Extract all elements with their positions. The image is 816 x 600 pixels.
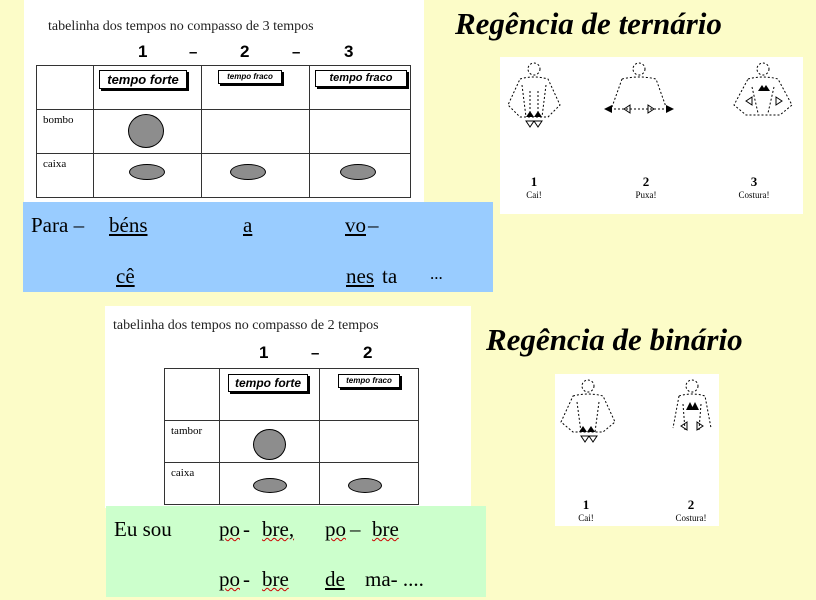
binary-beat-grid: tempo forte tempo fraco tambor caixa <box>164 368 419 505</box>
beat-separator: – <box>311 345 320 362</box>
lyric-syllable: cê <box>116 264 135 288</box>
grid-header-cell: tempo fraco <box>201 65 310 110</box>
grid-cell <box>93 109 202 154</box>
strong-beat-circle <box>128 114 164 148</box>
ternary-beat-table-panel: tabelinha dos tempos no compasso de 3 te… <box>24 0 424 205</box>
snare-beat-oval <box>348 478 382 493</box>
binary-lyrics-box: Eu sou po - bre, po – bre po - bre de ma… <box>106 506 486 597</box>
lyric-syllable: po <box>219 517 240 541</box>
lyric-syllable: ta <box>382 264 398 288</box>
lyric-syllable: béns <box>109 213 148 237</box>
beat-number-1: 1 <box>259 343 269 362</box>
row-label-bombo: bombo <box>36 109 94 154</box>
tempo-fraco-tag: tempo fraco <box>315 70 407 87</box>
grid-corner-cell <box>36 65 94 110</box>
grid-cell <box>201 109 310 154</box>
beat-number-2: 2 <box>363 343 373 362</box>
grid-cell <box>93 153 202 198</box>
snare-beat-oval <box>340 164 376 180</box>
grid-header-cell: tempo forte <box>93 65 202 110</box>
lyric-syllable: nes <box>346 264 374 288</box>
lyric-syllable: po <box>325 517 346 541</box>
beat-number-2: 2 <box>240 42 250 61</box>
ternary-table-caption: tabelinha dos tempos no compasso de 3 te… <box>48 19 314 34</box>
lyric-syllable: - <box>243 567 250 591</box>
tempo-forte-tag: tempo forte <box>99 70 187 89</box>
conducting-beat-label: Puxa! <box>635 190 657 200</box>
lyric-syllable: po <box>219 567 240 591</box>
conductor-diagrams <box>507 62 793 128</box>
grid-corner-cell <box>164 368 220 421</box>
grid-cell <box>219 420 320 463</box>
grid-cell <box>309 109 411 154</box>
grid-header-cell: tempo fraco <box>319 368 419 421</box>
ternary-beat-grid: tempo forte tempo fraco tempo fraco bomb… <box>36 65 411 198</box>
conducting-beat-label: Cai! <box>526 190 542 200</box>
lyric-syllable: Para – <box>31 213 85 237</box>
row-label-tambor: tambor <box>164 420 220 463</box>
beat-separator: – <box>189 44 198 61</box>
grid-cell <box>309 153 411 198</box>
conducting-beat-label: Costura! <box>675 513 707 523</box>
conducting-beat-label: Costura! <box>738 190 770 200</box>
lyric-syllable: - <box>243 517 250 541</box>
tempo-fraco-tag: tempo fraco <box>338 374 400 388</box>
row-label-caixa: caixa <box>36 153 94 198</box>
ternary-lyrics-box: Para – béns a vo – cê nes ta ... <box>23 202 493 292</box>
lyric-syllable: bre, <box>262 517 295 541</box>
binary-conducting-title: Regência de binário <box>486 322 743 357</box>
conducting-beat-number: 2 <box>642 174 650 189</box>
grid-cell <box>319 420 419 463</box>
lyric-ellipsis: ... <box>430 264 443 283</box>
lyric-syllable: ma- .... <box>365 567 424 591</box>
lyric-syllable: Eu sou <box>114 517 172 541</box>
snare-beat-oval <box>230 164 266 180</box>
strong-beat-circle <box>253 429 286 460</box>
tempo-forte-tag: tempo forte <box>228 374 308 392</box>
grid-cell <box>319 462 419 505</box>
lyric-syllable: vo <box>345 213 366 237</box>
conducting-beat-number: 1 <box>530 174 538 189</box>
binary-beat-table-panel: tabelinha dos tempos no compasso de 2 te… <box>105 306 471 508</box>
tempo-fraco-tag: tempo fraco <box>218 70 282 84</box>
grid-header-cell: tempo forte <box>219 368 320 421</box>
beat-number-1: 1 <box>138 42 148 61</box>
conductor-diagrams <box>560 379 712 443</box>
lyric-syllable: bre <box>262 567 289 591</box>
ternary-conducting-title: Regência de ternário <box>455 6 722 41</box>
binary-table-caption: tabelinha dos tempos no compasso de 2 te… <box>113 318 379 333</box>
conducting-beat-number: 2 <box>687 497 695 512</box>
lyric-syllable: de <box>325 567 345 591</box>
lyric-syllable: a <box>243 213 253 237</box>
conducting-beat-label: Cai! <box>578 513 594 523</box>
snare-beat-oval <box>129 164 165 180</box>
conducting-beat-number: 3 <box>750 174 758 189</box>
lyric-syllable: bre <box>372 517 399 541</box>
lyric-syllable: – <box>368 213 379 237</box>
beat-separator: – <box>292 44 301 61</box>
snare-beat-oval <box>253 478 287 493</box>
lyric-syllable: – <box>350 517 361 541</box>
binary-conducting-figure: 1 2 Cai! Costura! <box>555 374 719 526</box>
grid-cell <box>201 153 310 198</box>
row-label-caixa: caixa <box>164 462 220 505</box>
conducting-beat-number: 1 <box>582 497 590 512</box>
grid-cell <box>219 462 320 505</box>
grid-header-cell: tempo fraco <box>309 65 411 110</box>
beat-number-3: 3 <box>344 42 354 61</box>
ternary-conducting-figure: 1 2 3 Cai! Puxa! Costura! <box>500 57 803 214</box>
